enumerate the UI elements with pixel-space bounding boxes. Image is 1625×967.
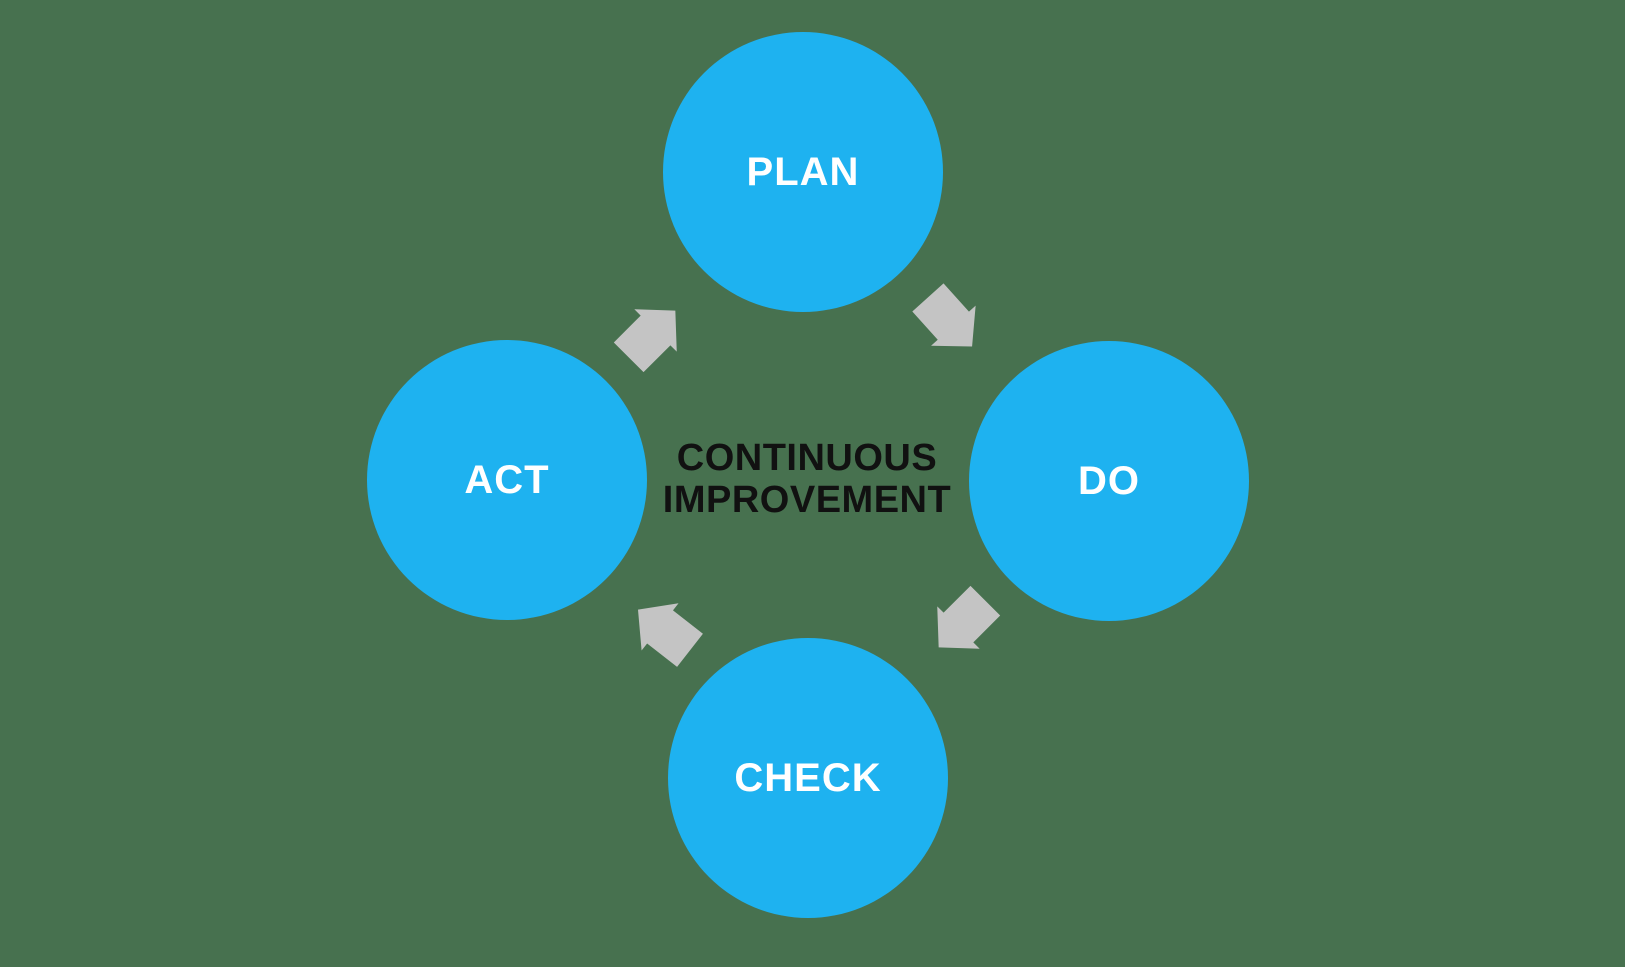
node-plan-label: PLAN bbox=[746, 149, 860, 194]
node-do: DO bbox=[969, 341, 1249, 621]
node-act: ACT bbox=[367, 340, 647, 620]
node-check: CHECK bbox=[668, 638, 948, 918]
center-label-line2: IMPROVEMENT bbox=[662, 479, 952, 521]
node-check-label: CHECK bbox=[734, 755, 882, 800]
center-label-line1: CONTINUOUS bbox=[676, 437, 938, 479]
arrow-check-to-act-icon bbox=[619, 586, 709, 674]
node-plan: PLAN bbox=[663, 32, 943, 312]
arrow-plan-to-do-icon bbox=[905, 277, 995, 367]
node-act-label: ACT bbox=[464, 457, 550, 502]
arrow-act-to-plan-icon bbox=[607, 289, 697, 379]
center-label: CONTINUOUS IMPROVEMENT bbox=[663, 437, 951, 521]
node-do-label: DO bbox=[1078, 458, 1140, 503]
arrow-do-to-check-icon bbox=[917, 579, 1007, 669]
